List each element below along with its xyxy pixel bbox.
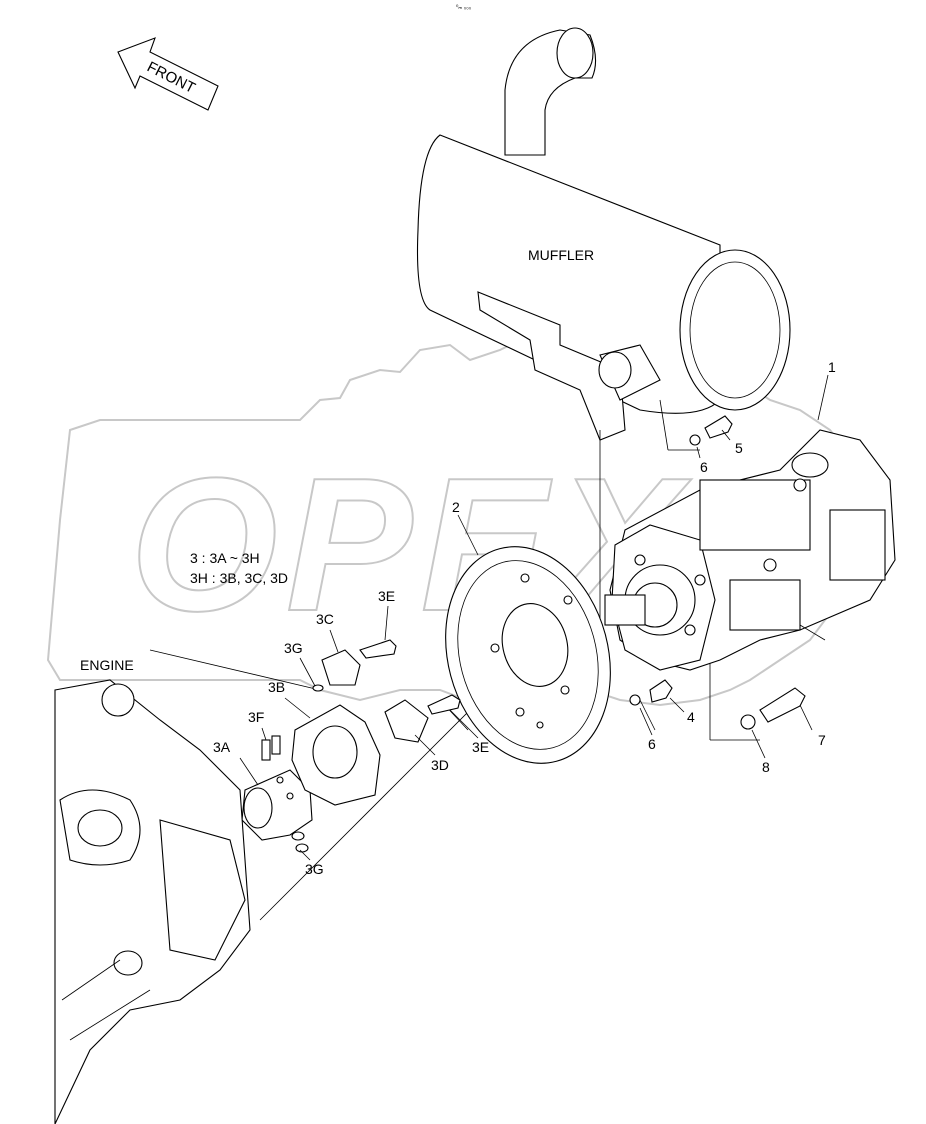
washer-8: [740, 714, 756, 730]
pump-shaft: [604, 594, 646, 626]
setscrew-3f-b: [271, 735, 281, 755]
adapter-plate: [445, 546, 611, 764]
callout-3f: 3F: [248, 709, 264, 725]
engine-label: ENGINE: [80, 657, 134, 673]
callout-3a: 3A: [213, 739, 231, 755]
bolt-7: [759, 687, 806, 723]
muffler-label: MUFFLER: [528, 247, 594, 263]
coupling: [241, 639, 461, 853]
engine: [54, 679, 251, 1124]
bolt-3e-top: [359, 639, 397, 659]
callout-3g-top: 3G: [284, 640, 303, 656]
pump-gear-pump: [829, 509, 886, 581]
callout-6-bot: 6: [648, 736, 656, 752]
callout-1: 1: [828, 359, 836, 375]
callout-3d: 3D: [431, 757, 449, 773]
callout-5: 5: [735, 440, 743, 456]
washer-6-top: [689, 434, 701, 446]
callout-2: 2: [452, 499, 460, 515]
ring-3g-bot-b: [295, 843, 309, 853]
callout-6-top: 6: [700, 459, 708, 475]
bolt-3e-bot: [427, 694, 461, 715]
coupling-hub-bore: [243, 787, 273, 829]
callout-3b: 3B: [268, 679, 285, 695]
pump-valve-block: [729, 579, 801, 631]
pump-regulator: [699, 479, 811, 551]
callout-3e-top: 3E: [378, 588, 395, 604]
coupling-jaw-3d: [384, 699, 429, 743]
front-arrow: FRONT: [117, 37, 219, 111]
ring-3g-bot-a: [291, 831, 305, 841]
muffler: MUFFLER: [416, 27, 791, 441]
coupling-jaw-3c: [321, 649, 361, 686]
setscrew-3f-a: [261, 739, 271, 761]
muffler-end-ring: [689, 261, 781, 399]
bolt-4: [649, 679, 673, 703]
washer-6-bot: [629, 694, 641, 706]
adapter-plate-bore: [501, 603, 569, 687]
callout-8: 8: [762, 759, 770, 775]
engine-cap: [101, 683, 135, 717]
callout-3g-bot: 3G: [305, 861, 324, 877]
coupling-element-bore: [312, 725, 358, 779]
muffler-body: [416, 134, 721, 414]
callout-7: 7: [818, 732, 826, 748]
engine-turbo-inlet: [77, 809, 123, 847]
front-arrow-shape: [117, 37, 219, 111]
main-pump: [604, 429, 896, 671]
bolt-5: [704, 415, 733, 439]
muffler-end-cap: [679, 249, 791, 411]
ring-3g-top: [312, 684, 324, 692]
callout-4: 4: [687, 709, 695, 725]
muffler-outlet-pipe: [598, 351, 632, 389]
callout-leaders: [239, 429, 813, 861]
note-line1: 3 : 3A ~ 3H: [190, 550, 260, 566]
callout-3e-bot: 3E: [472, 739, 489, 755]
callout-3c: 3C: [316, 611, 334, 627]
tailpipe-opening: [556, 27, 594, 79]
note-line2: 3H : 3B, 3C, 3D: [190, 570, 288, 586]
page-mark: ⁰ₘ ₀₀₀: [456, 4, 472, 11]
engine-starter: [113, 950, 143, 976]
engine-housing: [159, 819, 246, 961]
fasteners: [629, 415, 806, 730]
pump-port: [791, 452, 829, 478]
